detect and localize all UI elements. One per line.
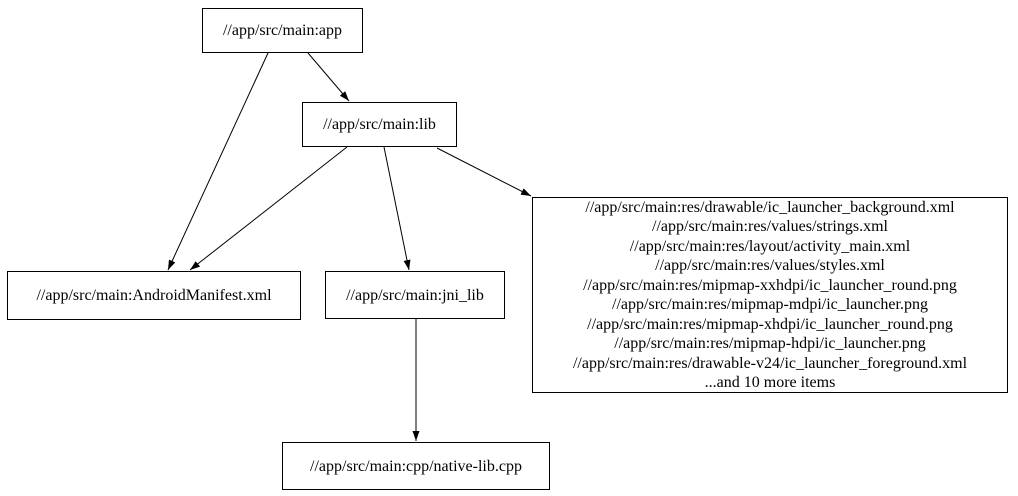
resource-item: //app/src/main:res/mipmap-mdpi/ic_launch… <box>612 296 928 313</box>
resource-item: //app/src/main:res/values/strings.xml <box>652 218 888 235</box>
edge-lib-to-manifest <box>189 146 348 271</box>
node-android-manifest: //app/src/main:AndroidManifest.xml <box>7 271 301 320</box>
edge-lib-to-jni-lib <box>383 146 411 271</box>
edge-app-to-manifest <box>167 52 269 271</box>
resource-item: //app/src/main:res/mipmap-xhdpi/ic_launc… <box>587 315 953 333</box>
edge-lib-to-resources <box>436 147 532 197</box>
resource-item: //app/src/main:res/values/styles.xml <box>655 257 885 274</box>
resource-items-overflow: ...and 10 more items <box>704 374 836 391</box>
node-lib: //app/src/main:lib <box>302 102 457 147</box>
node-jni-lib-label: //app/src/main:jni_lib <box>346 286 484 304</box>
node-resources-group: //app/src/main:res/drawable/ic_launcher_… <box>532 197 1008 393</box>
node-app: //app/src/main:app <box>202 8 363 53</box>
resource-item: //app/src/main:res/mipmap-xxhdpi/ic_laun… <box>583 276 957 294</box>
resource-item: //app/src/main:res/layout/activity_main.… <box>629 237 911 255</box>
resource-item: //app/src/main:res/mipmap-hdpi/ic_launch… <box>614 335 926 352</box>
node-android-manifest-label: //app/src/main:AndroidManifest.xml <box>36 287 272 304</box>
node-native-lib-cpp-label: //app/src/main:cpp/native-lib.cpp <box>310 457 522 475</box>
node-lib-label: //app/src/main:lib <box>323 116 436 133</box>
node-app-label: //app/src/main:app <box>222 22 343 39</box>
node-jni-lib: //app/src/main:jni_lib <box>325 271 505 319</box>
node-native-lib-cpp: //app/src/main:cpp/native-lib.cpp <box>282 442 550 490</box>
resource-item: //app/src/main:res/drawable/ic_launcher_… <box>585 198 955 216</box>
resource-item: //app/src/main:res/drawable-v24/ic_launc… <box>572 354 968 372</box>
edge-app-to-lib <box>307 52 350 102</box>
